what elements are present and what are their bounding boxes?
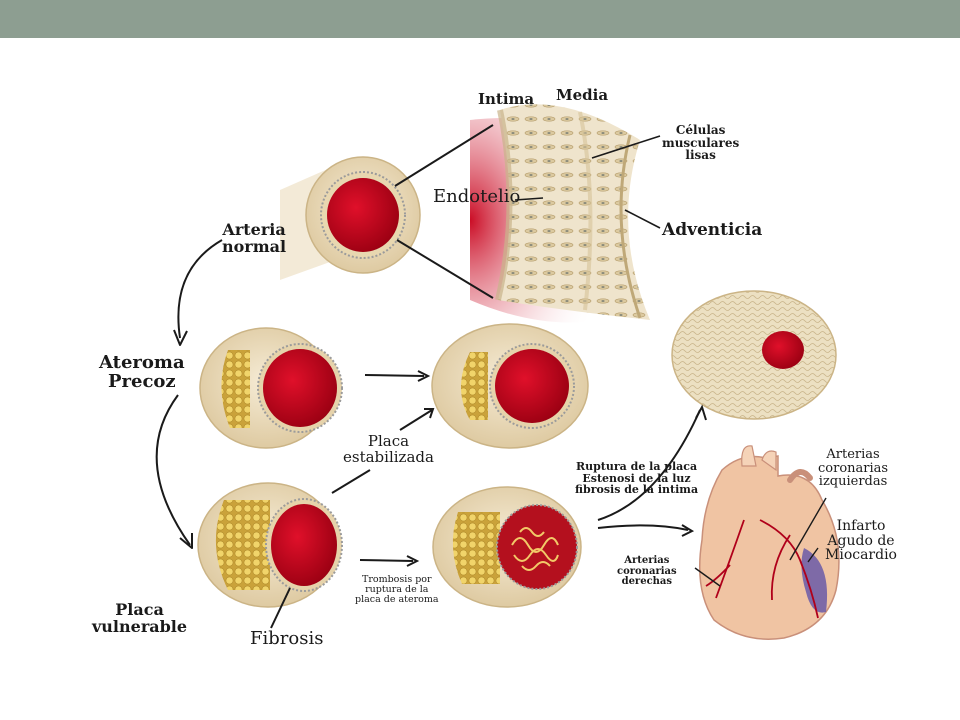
label-ateroma-precoz: Ateroma Precoz <box>99 352 185 392</box>
stenotic-artery-illustration <box>671 290 837 420</box>
heart-illustration <box>694 445 840 640</box>
label-infarto: Infarto Agudo de Miocardio <box>825 518 897 564</box>
label-ruptura: Ruptura de la placa Estenosi de la luz f… <box>575 460 699 497</box>
thrombosis-illustration <box>432 486 582 608</box>
vulnerable-plaque-illustration <box>197 482 343 608</box>
label-placa-vulnerable: Placa vulnerable <box>92 600 188 636</box>
label-fibrosis: Fibrosis <box>250 628 324 649</box>
header-bar <box>0 0 960 38</box>
label-adventicia: Adventicia <box>662 220 763 240</box>
stabilized-plaque-illustration <box>431 323 589 449</box>
label-endotelio: Endotelio <box>433 186 521 207</box>
label-trombosis: Trombosis por ruptura de la placa de ate… <box>355 574 439 605</box>
label-arterias-derechas: Arterias coronarias derechas <box>617 555 677 587</box>
progression-arrows <box>155 239 223 549</box>
label-arterias-izquierdas: Arterias coronarias izquierdas <box>818 447 889 490</box>
label-placa-estabilizada: Placa estabilizada <box>343 432 434 466</box>
artery-wall-closeup <box>394 104 661 323</box>
early-atheroma-illustration <box>199 327 343 449</box>
normal-artery-illustration <box>280 156 421 280</box>
label-celulas: Células musculares lisas <box>662 123 740 163</box>
label-intima: Intima <box>478 90 535 108</box>
label-arteria-normal: Arteria normal <box>222 220 287 256</box>
label-media: Media <box>556 86 609 104</box>
